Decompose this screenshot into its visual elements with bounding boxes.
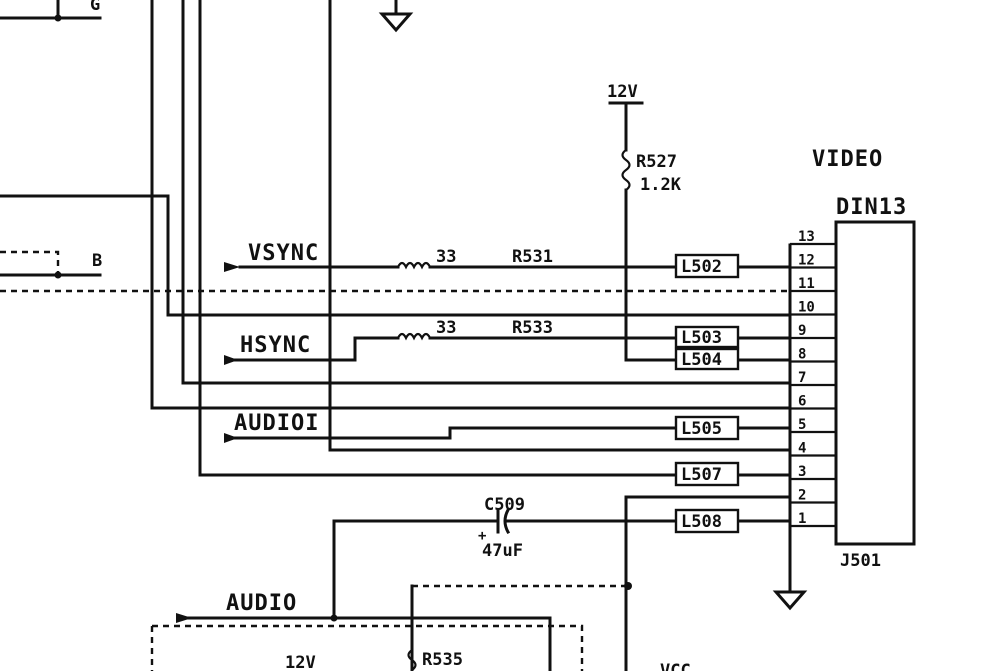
r531-ref: R531 (512, 247, 553, 267)
svg-text:L503: L503 (681, 328, 722, 348)
label-din13: DIN13 (836, 195, 907, 220)
label-audio: AUDIO (226, 591, 297, 616)
label-vcc: VCC (660, 661, 691, 671)
label-vsync: VSYNC (248, 241, 319, 266)
pin-number-11: 11 (798, 276, 815, 292)
svg-text:L507: L507 (681, 465, 722, 485)
inductor-l508: L508 (674, 508, 740, 534)
r527-value: 1.2K (640, 175, 682, 195)
r527-pullup (608, 101, 792, 362)
label-12v-bottom: 12V (285, 653, 316, 671)
inductor-l502: L502 (674, 253, 740, 279)
c509-plus: + (478, 528, 486, 544)
pin-number-3: 3 (798, 464, 806, 480)
pin-number-10: 10 (798, 300, 815, 316)
pin-number-5: 5 (798, 417, 806, 433)
label-hsync: HSYNC (240, 333, 311, 358)
label-audio1: AUDIOI (234, 411, 319, 436)
inductor-l504: L504 (674, 347, 740, 371)
pin-number-2: 2 (798, 488, 806, 504)
r531-value: 33 (436, 247, 456, 267)
r533-value: 33 (436, 318, 456, 338)
inductor-l507: L507 (674, 461, 740, 487)
c509-ref: C509 (484, 495, 525, 515)
pin-number-9: 9 (798, 323, 806, 339)
inductor-l505: L505 (674, 415, 740, 441)
pin-number-8: 8 (798, 347, 806, 363)
svg-text:L505: L505 (681, 419, 722, 439)
svg-text:L504: L504 (681, 350, 722, 370)
pin-number-12: 12 (798, 253, 815, 269)
pin-number-6: 6 (798, 394, 806, 410)
label-b: B (92, 251, 102, 271)
net-b (0, 250, 790, 293)
vertical-bus (150, 0, 792, 477)
label-j501: J501 (840, 551, 881, 571)
svg-text:L502: L502 (681, 257, 722, 277)
r535-ref: R535 (422, 650, 463, 670)
net-pin10 (0, 194, 792, 317)
connector-j501: 13 12 11 10 9 8 7 6 5 4 3 2 1 (772, 220, 916, 611)
net-audio1 (224, 426, 792, 443)
net-g (0, 0, 102, 22)
r527-ref: R527 (636, 152, 677, 172)
net-lower (150, 495, 792, 671)
r533-ref: R533 (512, 318, 553, 338)
label-video: VIDEO (812, 147, 883, 172)
pin-number-4: 4 (798, 441, 806, 457)
inductor-l503: L503 (674, 325, 740, 349)
c509-value: 47uF (482, 541, 523, 561)
pin-number-13: 13 (798, 229, 815, 245)
pin-number-7: 7 (798, 370, 806, 386)
ground-symbol-top (378, 0, 414, 33)
r535-body (407, 649, 417, 671)
pin-number-1: 1 (798, 511, 806, 527)
label-12v-top: 12V (607, 82, 638, 102)
svg-text:L508: L508 (681, 512, 722, 532)
label-g: G (90, 0, 100, 15)
